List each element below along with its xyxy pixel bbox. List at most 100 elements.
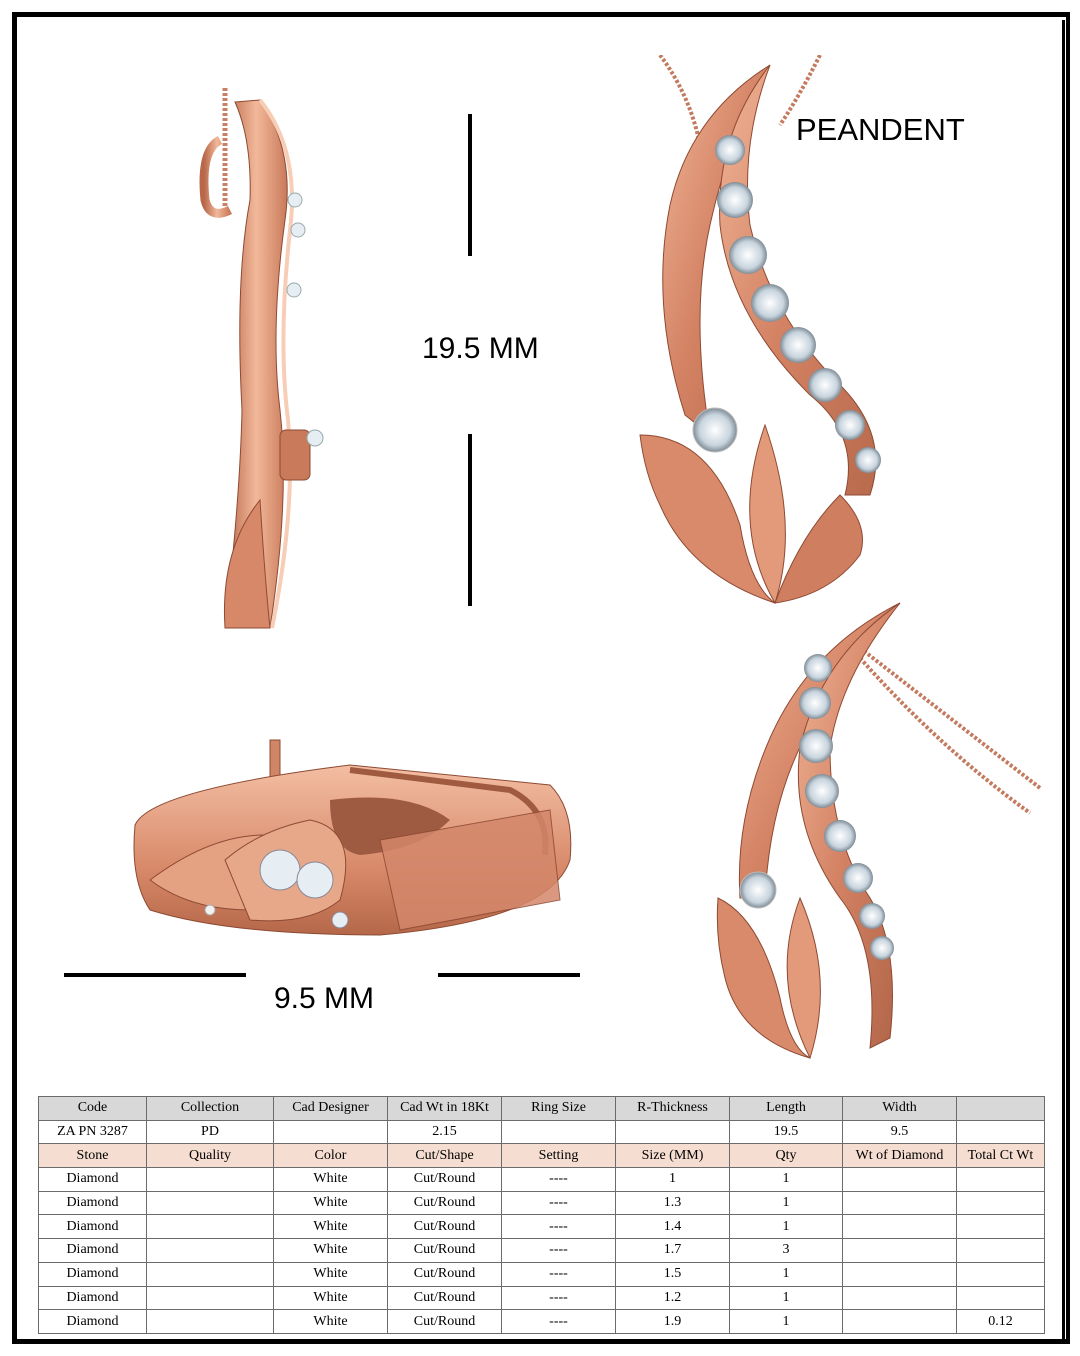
table-cell: Diamond xyxy=(38,1167,147,1192)
table-cell xyxy=(273,1119,388,1145)
table-cell: Length xyxy=(729,1096,843,1121)
table-cell: ---- xyxy=(501,1238,616,1263)
table-cell xyxy=(956,1167,1045,1192)
table-cell: Ring Size xyxy=(501,1096,616,1121)
table-cell: Quality xyxy=(146,1143,274,1169)
table-cell: Diamond xyxy=(38,1214,147,1240)
height-dimension-label: 19.5 MM xyxy=(422,332,539,365)
width-dimension-label: 9.5 MM xyxy=(274,982,375,1015)
table-cell: 0.12 xyxy=(956,1309,1045,1334)
table-cell xyxy=(842,1285,957,1311)
table-cell: 1 xyxy=(729,1167,843,1192)
pendant-front-view-image xyxy=(639,55,881,605)
width-dimension-bar-right xyxy=(438,973,580,977)
table-cell: 9.5 xyxy=(842,1119,957,1145)
table-cell: 1.2 xyxy=(615,1285,730,1311)
table-cell: 1.3 xyxy=(615,1190,730,1216)
table-cell xyxy=(146,1285,274,1311)
table-cell: Color xyxy=(273,1143,388,1169)
table-cell: 1 xyxy=(729,1214,843,1240)
table-cell xyxy=(956,1285,1045,1311)
table-cell: Cut/Round xyxy=(387,1167,502,1192)
height-dimension-bar-bottom xyxy=(468,434,472,606)
table-cell: PD xyxy=(146,1119,274,1145)
frame-right-rule xyxy=(1062,20,1065,1340)
table-cell: Collection xyxy=(146,1096,274,1121)
table-cell: Cut/Round xyxy=(387,1309,502,1334)
width-dimension-bar-left xyxy=(64,973,246,977)
table-cell xyxy=(146,1190,274,1216)
table-cell: 1.7 xyxy=(615,1238,730,1263)
table-cell xyxy=(842,1309,957,1334)
table-cell: 1.5 xyxy=(615,1261,730,1287)
table-cell: ZA PN 3287 xyxy=(38,1119,147,1145)
table-cell: Diamond xyxy=(38,1261,147,1287)
table-cell xyxy=(146,1309,274,1334)
table-cell: Cut/Shape xyxy=(387,1143,502,1169)
table-cell xyxy=(842,1190,957,1216)
table-cell: Cut/Round xyxy=(387,1214,502,1240)
table-cell: ---- xyxy=(501,1190,616,1216)
table-cell xyxy=(842,1214,957,1240)
table-cell: White xyxy=(273,1309,388,1334)
table-cell xyxy=(956,1096,1045,1121)
table-cell: Diamond xyxy=(38,1190,147,1216)
table-cell xyxy=(615,1119,730,1145)
table-cell: 1.9 xyxy=(615,1309,730,1334)
table-cell: White xyxy=(273,1167,388,1192)
table-cell: 1.4 xyxy=(615,1214,730,1240)
table-cell: ---- xyxy=(501,1214,616,1240)
table-cell xyxy=(842,1238,957,1263)
table-cell: ---- xyxy=(501,1167,616,1192)
table-cell: Cad Designer xyxy=(273,1096,388,1121)
table-cell xyxy=(146,1214,274,1240)
height-dimension-bar-top xyxy=(468,114,472,256)
pendant-top-view-image xyxy=(133,739,572,936)
table-cell: 1 xyxy=(729,1190,843,1216)
table-cell: Cad Wt in 18Kt xyxy=(387,1096,502,1121)
table-cell: White xyxy=(273,1261,388,1287)
table-cell: Wt of Diamond xyxy=(842,1143,957,1169)
table-cell: Stone xyxy=(38,1143,147,1169)
table-cell xyxy=(956,1238,1045,1263)
table-cell: Size (MM) xyxy=(615,1143,730,1169)
pendant-perspective-view-image xyxy=(716,602,1042,1060)
table-cell: Cut/Round xyxy=(387,1190,502,1216)
table-cell: ---- xyxy=(501,1309,616,1334)
table-cell: Diamond xyxy=(38,1238,147,1263)
table-cell xyxy=(842,1167,957,1192)
table-cell: White xyxy=(273,1285,388,1311)
table-cell: Diamond xyxy=(38,1309,147,1334)
table-cell: Setting xyxy=(501,1143,616,1169)
table-cell: 1 xyxy=(729,1309,843,1334)
table-cell: White xyxy=(273,1214,388,1240)
table-cell: 1 xyxy=(729,1285,843,1311)
piece-title: PEANDENT xyxy=(796,112,965,147)
pendant-side-view-image xyxy=(199,88,324,629)
table-cell: Qty xyxy=(729,1143,843,1169)
table-cell xyxy=(956,1119,1045,1145)
table-cell: Width xyxy=(842,1096,957,1121)
table-cell xyxy=(842,1261,957,1287)
table-cell xyxy=(956,1214,1045,1240)
table-cell xyxy=(146,1261,274,1287)
table-cell: 1 xyxy=(729,1261,843,1287)
table-cell: Cut/Round xyxy=(387,1261,502,1287)
table-cell: Diamond xyxy=(38,1285,147,1311)
table-cell: White xyxy=(273,1238,388,1263)
table-cell: 3 xyxy=(729,1238,843,1263)
table-cell xyxy=(146,1167,274,1192)
table-cell: R-Thickness xyxy=(615,1096,730,1121)
table-cell xyxy=(146,1238,274,1263)
